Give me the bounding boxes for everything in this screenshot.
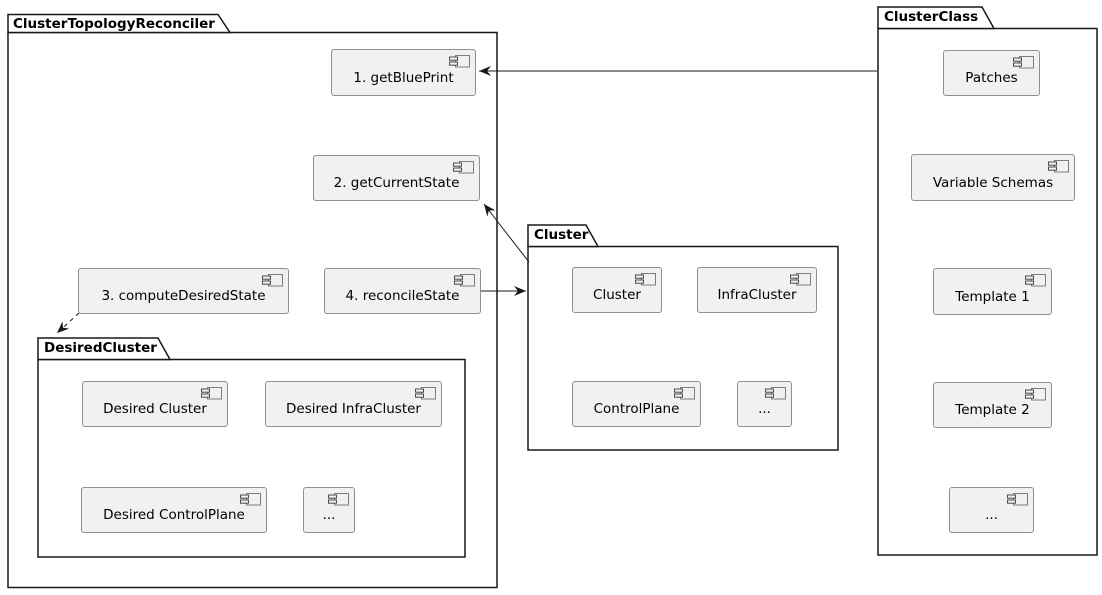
component-get-blueprint: 1. getBluePrint [331, 49, 476, 96]
component-label: InfraCluster [717, 287, 797, 303]
component-label: ... [985, 507, 998, 523]
component-label: Desired Cluster [103, 401, 207, 417]
component-variable-schemas: Variable Schemas [911, 154, 1075, 201]
component-icon [790, 273, 811, 286]
component-label: Desired InfraCluster [286, 401, 421, 417]
component-control-plane: ControlPlane [572, 381, 701, 427]
component-label: ... [758, 401, 771, 417]
component-desired-cluster: Desired Cluster [82, 381, 228, 427]
component-icon [453, 161, 474, 174]
component-cluster: Cluster [572, 267, 662, 313]
component-icon [328, 493, 349, 506]
component-desired-infra-cluster: Desired InfraCluster [265, 381, 442, 427]
component-desired-control-plane: Desired ControlPlane [81, 487, 267, 533]
component-get-current-state: 2. getCurrentState [313, 155, 480, 201]
component-icon [765, 387, 786, 400]
component-icon [635, 273, 656, 286]
component-cluster-more: ... [737, 381, 792, 427]
component-label: Cluster [593, 287, 641, 303]
component-label: Patches [965, 70, 1018, 86]
component-icon [1025, 274, 1046, 287]
component-icon [674, 387, 695, 400]
component-label: 1. getBluePrint [353, 70, 454, 86]
component-icon [201, 387, 222, 400]
component-icon [1013, 56, 1034, 69]
package-cluster-class [877, 6, 1098, 556]
package-title-cluster-class: ClusterClass [884, 9, 979, 25]
component-reconcile-state: 4. reconcileState [324, 268, 481, 314]
component-icon [262, 274, 283, 287]
component-template-2: Template 2 [933, 382, 1052, 428]
arrow-computedesiredstate-to-desiredcluster [56, 312, 80, 334]
component-infra-cluster: InfraCluster [697, 267, 817, 313]
component-label: 3. computeDesiredState [101, 288, 266, 304]
component-icon [1025, 388, 1046, 401]
component-compute-desired-state: 3. computeDesiredState [78, 268, 289, 314]
component-patches: Patches [943, 50, 1040, 96]
component-label: ... [322, 507, 336, 523]
package-title-desired-cluster: DesiredCluster [44, 339, 157, 356]
component-icon [1007, 493, 1028, 506]
component-template-1: Template 1 [933, 268, 1052, 315]
component-label: Desired ControlPlane [103, 507, 245, 523]
component-class-more: ... [949, 487, 1034, 533]
component-label: Template 1 [955, 289, 1030, 305]
component-desired-more: ... [303, 487, 355, 533]
package-title-cluster: Cluster [534, 227, 589, 243]
arrow-cluster-to-getcurrentstate [483, 203, 530, 263]
component-icon [1048, 160, 1069, 173]
component-label: 2. getCurrentState [333, 175, 460, 191]
package-title-cluster-topology-reconciler: ClusterTopologyReconciler [13, 15, 215, 32]
component-label: Variable Schemas [932, 175, 1054, 191]
component-icon [240, 493, 261, 506]
component-icon [449, 55, 470, 68]
component-icon [415, 387, 436, 400]
component-label: ControlPlane [593, 401, 680, 417]
component-label: 4. reconcileState [345, 288, 460, 304]
component-label: Template 2 [955, 402, 1030, 418]
component-icon [454, 274, 475, 287]
